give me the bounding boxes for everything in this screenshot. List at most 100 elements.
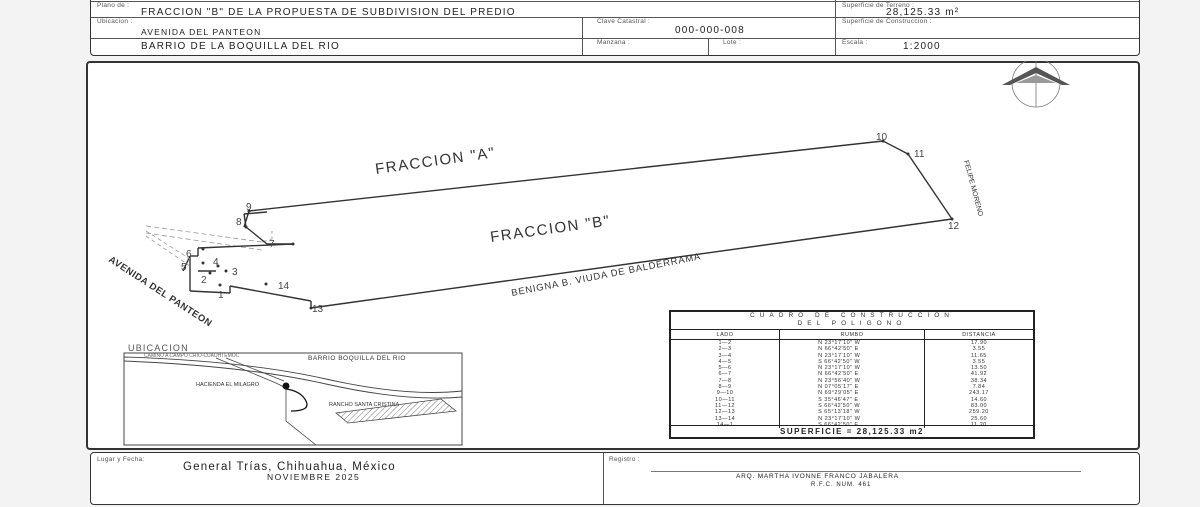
vertex-4: 4 [213, 257, 219, 268]
cell-distancia: 38.34 [970, 377, 988, 384]
table-title: CUADRO DE CONSTRUCCION DEL POLIGONO [671, 312, 1033, 330]
cell-rumbo: N 23°56'40" W [779, 377, 925, 385]
cell-distancia: 3.55 [972, 358, 986, 365]
neighbor-right-label: FELIPE MORENO [962, 160, 984, 218]
ubicacion-label: Ubicacion : [97, 18, 133, 25]
cell-rumbo: N 69°29'05" E [779, 390, 925, 397]
sup-terreno-label: Superficie de Terreno : [842, 2, 915, 9]
cell-rumbo: S 66°42'50" W [779, 402, 925, 410]
sup-construccion-label: Superficie de Construccion : [842, 18, 932, 25]
cell-lado: 7—8 [671, 377, 781, 385]
vertex-8: 8 [236, 217, 242, 228]
cell-distancia: 11.65 [971, 352, 987, 359]
col-rumbo: RUMBO [779, 330, 925, 340]
vertex-12: 12 [948, 221, 960, 232]
cell-lado: 6—7 [671, 371, 781, 378]
plan-drawing: 1 2 3 4 5 6 7 8 9 10 11 12 13 14 FRACCIO… [106, 61, 1070, 446]
cell-rumbo: S 35°46'47" E [779, 396, 925, 403]
table-title-line1: CUADRO DE CONSTRUCCION [750, 312, 954, 319]
lote-label: Lote : [723, 39, 742, 46]
ubicacion-hacienda: HACIENDA EL MILAGRO [196, 382, 260, 388]
vertex-10: 10 [876, 132, 888, 143]
plano-label: Plano de : [97, 2, 130, 9]
escala-value: 1:2000 [903, 41, 941, 52]
cell-rumbo: N 23°17'10" W [779, 365, 925, 372]
cell-lado: 11—12 [671, 402, 781, 410]
lot-boundary-lines [182, 140, 953, 309]
ubicacion-rancho: RANCHO SANTA CRISTINA [329, 402, 400, 408]
vertex-markers [201, 139, 954, 310]
fraccion-a-label: FRACCION "A" [374, 144, 496, 178]
cell-lado: 3—4 [671, 352, 781, 359]
cell-distancia: 7.84 [972, 384, 986, 391]
clave-label: Clave Catastral : [597, 18, 651, 25]
firmante-name: ARQ. MARTHA IVONNE FRANCO JABALERA [736, 473, 899, 480]
cell-lado: 12—13 [671, 409, 781, 416]
clave-value: 000-000-008 [675, 25, 745, 36]
vertex-2: 2 [201, 275, 207, 286]
vertex-labels: 1 2 3 4 5 6 7 8 9 10 11 12 13 14 [181, 132, 960, 315]
cell-distancia: 11.20 [971, 421, 987, 428]
ubicacion-road: CAMINO A CAMPO CRIO-CUAUHTEMOC [144, 353, 240, 359]
vertex-13: 13 [312, 304, 324, 315]
fraccion-b-polygon [188, 231, 298, 266]
cell-lado: 9—10 [671, 390, 781, 397]
vertex-1: 1 [218, 290, 224, 301]
neighbor-bottom-label: BENIGNA B. VIUDA DE BALDERRAMA [510, 251, 701, 299]
vertex-11: 11 [914, 149, 925, 160]
fraccion-b-outline [266, 147, 974, 317]
cell-rumbo: N 23°17'10" W [779, 352, 925, 359]
cell-distancia: 14.60 [970, 396, 988, 403]
plano-value: FRACCION "B" DE LA PROPUESTA DE SUBDIVIS… [141, 7, 516, 18]
cell-lado: 4—5 [671, 358, 781, 366]
fecha-value: NOVIEMBRE 2025 [267, 472, 361, 482]
cell-lado: 5—6 [671, 365, 781, 372]
vertex-5: 5 [181, 262, 187, 273]
cell-rumbo: N 23°17'10" W [779, 415, 925, 422]
registro-label: Registro : [609, 456, 640, 463]
table-title-line2: DEL POLIGONO [797, 320, 907, 327]
cell-distancia: 13.50 [970, 365, 988, 372]
cell-lado: 2—3 [671, 346, 781, 353]
col-distancia: DISTANCIA [962, 331, 996, 338]
vertex-6: 6 [186, 249, 192, 260]
title-block: Plano de : FRACCION "B" DE LA PROPUESTA … [90, 0, 1140, 56]
col-lado: LADO [671, 330, 781, 340]
cell-rumbo: N 66°42'50" E [779, 346, 925, 353]
cell-lado: 10—11 [671, 396, 781, 403]
lugar-label: Lugar y Fecha: [97, 456, 145, 463]
cell-distancia: 243.17 [969, 390, 989, 397]
ubicacion-line2: BARRIO DE LA BOQUILLA DEL RIO [141, 41, 340, 52]
cell-distancia: 259.20 [969, 409, 989, 416]
lugar-value: General Trías, Chihuahua, México [183, 461, 396, 473]
north-arrow-icon [1002, 61, 1070, 108]
cell-lado: 13—14 [671, 415, 781, 422]
vertex-3: 3 [232, 267, 238, 278]
escala-label: Escala : [842, 39, 868, 46]
ubicacion-map: UBICACION CAMINO A CAMPO CRIO-CUAUHTEMOC… [123, 343, 463, 446]
vertex-7: 7 [269, 239, 275, 250]
fraccion-a-boundary [145, 225, 273, 251]
fraccion-b-label: FRACCION "B" [489, 212, 611, 246]
cell-lado: 8—9 [671, 384, 781, 391]
cell-rumbo: N 07°05'17" E [779, 384, 925, 391]
cell-rumbo: S 65°13'18" W [779, 409, 925, 416]
cell-rumbo: N 66°42'50" E [779, 371, 925, 378]
site-hatched-parcel [335, 398, 458, 424]
ubicacion-barrio: BARRIO BOQUILLA DEL RIO [308, 355, 406, 362]
cell-rumbo: S 66°42'50" W [779, 358, 925, 366]
